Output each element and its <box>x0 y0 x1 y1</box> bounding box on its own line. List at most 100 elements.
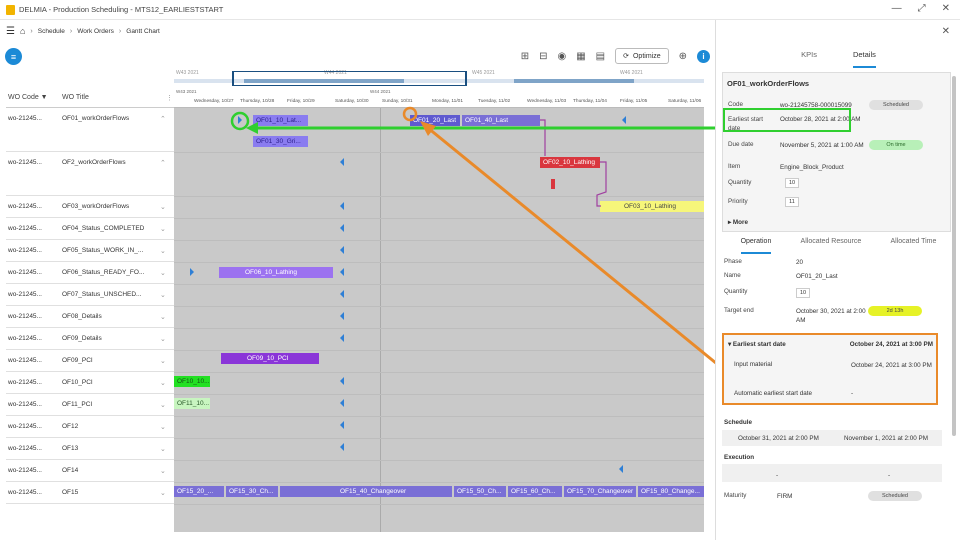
table-row[interactable]: wo-21245...OF06_Status_READY_FO...⌄ <box>6 262 174 284</box>
operation-bar[interactable]: OF15_70_Changeover <box>564 486 636 497</box>
operation-bar[interactable]: OF15_50_Ch... <box>454 486 506 497</box>
operation-bar[interactable]: OF10_10... <box>174 376 210 387</box>
hamburger-menu-icon[interactable]: ☰ <box>6 25 15 37</box>
column-menu-icon[interactable]: ⋮ <box>166 94 173 102</box>
expand-icon[interactable]: ⌄ <box>160 270 166 277</box>
operation-bar[interactable]: OF11_10... <box>174 398 210 409</box>
name-label: Name <box>724 272 741 279</box>
gantt-chart-area[interactable] <box>174 108 704 532</box>
table-row[interactable]: wo-21245...OF05_Status_WORK_IN_...⌄ <box>6 240 174 262</box>
restore-button[interactable]: ⤢ <box>917 3 926 14</box>
wo-title: OF09_Details <box>62 335 102 342</box>
operation-bar[interactable]: OF15_60_Ch... <box>508 486 562 497</box>
minimize-button[interactable]: — <box>891 3 902 14</box>
timeline-overview[interactable]: W43 2021 W44 2021 W45 2021 W46 2021 <box>174 70 704 86</box>
expand-icon[interactable]: ⌄ <box>160 380 166 387</box>
execution-label: Execution <box>724 454 755 461</box>
table-row[interactable]: wo-21245...OF08_Details⌄ <box>6 306 174 328</box>
table-row[interactable]: wo-21245...OF12⌄ <box>6 416 174 438</box>
chevron-right-icon: › <box>69 27 73 35</box>
more-toggle[interactable]: ▸ More <box>728 219 748 226</box>
optimize-button[interactable]: ⟳ Optimize <box>615 48 669 64</box>
table-row[interactable]: wo-21245...OF01_workOrderFlows⌃ <box>6 108 174 152</box>
close-icon[interactable]: ✕ <box>941 26 950 37</box>
wo-title: OF07_Status_UNSCHED... <box>62 291 142 298</box>
wo-code: wo-21245... <box>8 489 42 496</box>
expand-icon[interactable]: ⌄ <box>160 490 166 497</box>
maturity-status-badge: Scheduled <box>868 491 922 501</box>
tab-kpis[interactable]: KPIs <box>801 50 817 59</box>
calendar-range-icon[interactable]: ▦ <box>576 50 586 62</box>
operation-bar[interactable]: OF01_40_Last <box>462 115 540 126</box>
table-row[interactable]: wo-21245...OF09_Details⌄ <box>6 328 174 350</box>
calendar-icon[interactable]: ▤ <box>595 50 606 62</box>
operation-bar[interactable]: OF15_40_Changeover <box>280 486 452 497</box>
breadcrumb-work-orders[interactable]: Work Orders <box>77 27 114 35</box>
operation-bar[interactable]: OF15_80_Change... <box>638 486 704 497</box>
operation-bar[interactable]: OF06_10_Lathing <box>219 267 333 278</box>
op-quantity-label: Quantity <box>724 288 748 295</box>
expand-icon[interactable]: ⌄ <box>160 226 166 233</box>
wo-code: wo-21245... <box>8 247 42 254</box>
operation-bar[interactable]: OF03_10_Lathing <box>600 201 704 212</box>
hierarchy-filter-icon[interactable]: ⊟ <box>539 50 548 62</box>
overview-left-handle[interactable] <box>232 71 234 86</box>
operation-bar[interactable]: OF01_10_Lat... <box>253 115 308 126</box>
tab-operation[interactable]: Operation <box>740 236 772 254</box>
expand-icon[interactable]: ⌄ <box>160 424 166 431</box>
home-icon[interactable]: ⌂ <box>19 26 26 36</box>
table-row[interactable]: wo-21245...OF13⌄ <box>6 438 174 460</box>
operation-bar[interactable]: OF02_10_Lathing <box>540 157 600 168</box>
earliest-start-marker-icon <box>340 312 344 320</box>
table-row[interactable]: wo-21245...OF15⌄ <box>6 482 174 504</box>
table-row[interactable]: wo-21245...OF14⌄ <box>6 460 174 482</box>
table-row[interactable]: wo-21245...OF11_PCI⌄ <box>6 394 174 416</box>
due-status-badge: On time <box>869 140 923 150</box>
overview-week-label: W45 2021 <box>472 70 495 76</box>
earliest-label: Earliest start date <box>728 116 763 132</box>
tab-details[interactable]: Details <box>852 46 876 68</box>
table-row[interactable]: wo-21245...OF03_workOrderFlows⌄ <box>6 196 174 218</box>
expand-icon[interactable]: ⌄ <box>160 358 166 365</box>
hierarchy-icon[interactable]: ⊞ <box>520 50 530 62</box>
table-row[interactable]: wo-21245...OF09_PCI⌄ <box>6 350 174 372</box>
esd-title[interactable]: ▾ Earliest start date <box>728 341 786 348</box>
day-label: Monday, 11/01 <box>432 99 464 104</box>
table-row[interactable]: wo-21245...OF2_workOrderFlows⌃ <box>6 152 174 196</box>
info-icon[interactable]: i <box>697 49 710 63</box>
panel-scrollbar[interactable] <box>952 76 956 436</box>
green-highlight-box <box>723 108 851 132</box>
table-row[interactable]: wo-21245...OF04_Status_COMPLETED⌄ <box>6 218 174 240</box>
expand-icon[interactable]: ⌄ <box>160 204 166 211</box>
row-divider <box>174 284 704 285</box>
palette-icon[interactable]: ◉ <box>557 50 567 62</box>
expand-icon[interactable]: ⌄ <box>160 446 166 453</box>
collapse-icon[interactable]: ⌃ <box>160 116 166 123</box>
operation-bar[interactable]: OF15_30_Ch... <box>226 486 278 497</box>
overview-right-handle[interactable] <box>465 71 467 86</box>
tab-allocated-resource[interactable]: Allocated Resource <box>800 238 862 245</box>
column-wo-title[interactable]: WO Title <box>62 94 89 101</box>
overview-window[interactable] <box>232 71 466 86</box>
tab-allocated-time[interactable]: Allocated Time <box>890 238 937 245</box>
panel-tabs: KPIs Details <box>716 46 960 68</box>
operation-bar[interactable]: OF01_20_Last <box>410 115 460 126</box>
list-menu-button[interactable]: ≡ <box>5 48 22 65</box>
expand-icon[interactable]: ⌄ <box>160 248 166 255</box>
operation-bar[interactable]: OF15_20_... <box>174 486 224 497</box>
operation-bar[interactable]: OF01_30_Gri... <box>253 136 308 147</box>
expand-icon[interactable]: ⌄ <box>160 314 166 321</box>
operation-bar[interactable]: OF09_10_PCI <box>221 353 319 364</box>
expand-icon[interactable]: ⌄ <box>160 336 166 343</box>
table-row[interactable]: wo-21245...OF07_Status_UNSCHED...⌄ <box>6 284 174 306</box>
breadcrumb-schedule[interactable]: Schedule <box>37 27 65 35</box>
expand-icon[interactable]: ⌄ <box>160 468 166 475</box>
close-window-button[interactable]: ✕ <box>941 3 950 14</box>
title-bar: DELMIA - Production Scheduling - MTS12_E… <box>0 0 960 20</box>
column-wo-code[interactable]: WO Code ▼ <box>8 94 48 101</box>
expand-icon[interactable]: ⌄ <box>160 292 166 299</box>
collapse-icon[interactable]: ⌃ <box>160 160 166 167</box>
publish-icon[interactable]: ⊕ <box>678 50 687 62</box>
table-row[interactable]: wo-21245...OF10_PCI⌄ <box>6 372 174 394</box>
expand-icon[interactable]: ⌄ <box>160 402 166 409</box>
